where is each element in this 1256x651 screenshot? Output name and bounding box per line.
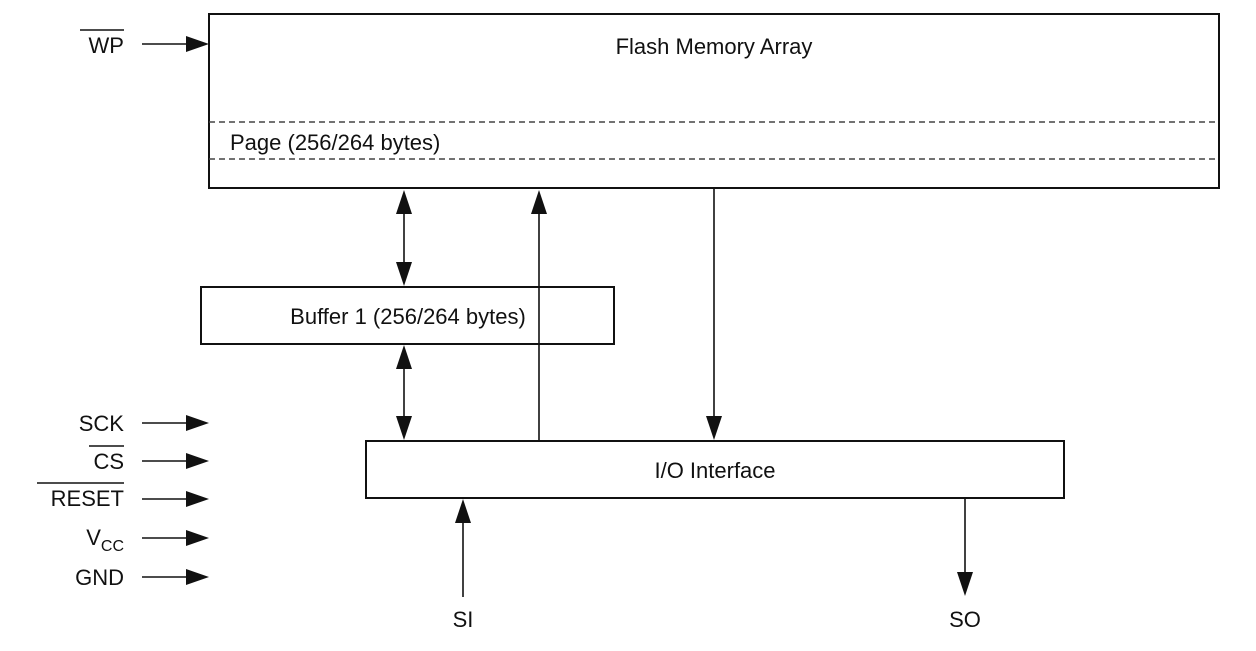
gnd-pin-label: GND [75,565,124,590]
vcc-arrow [186,530,209,546]
vcc-pin: VCC [86,525,209,555]
flash-memory-array-block: Flash Memory Array Page (256/264 bytes) [208,13,1220,189]
buffer-label: Buffer 1 (256/264 bytes) [290,304,526,329]
flash-memory-array-title: Flash Memory Array [616,34,813,59]
cs-pin-label: CS [93,449,124,474]
io-interface-box [365,440,1065,499]
reset-arrow [186,491,209,507]
cs-arrow [186,453,209,469]
buffer-box [200,286,615,345]
gnd-pin: GND [75,565,209,590]
so-pin-label: SO [949,607,981,632]
cs-pin: CS [89,445,209,474]
page-label: Page (256/264 bytes) [230,130,440,155]
wp-arrow [186,36,209,52]
sck-pin-label: SCK [79,411,125,436]
vcc-pin-label: VCC [86,525,124,555]
si-pin-label: SI [453,607,474,632]
buffer-block: Buffer 1 (256/264 bytes) [200,286,615,345]
wp-pin: WP [80,29,209,58]
io-interface-label: I/O Interface [654,458,775,483]
io-to-flash-arrow [531,190,547,441]
gnd-arrow [186,569,209,585]
io-interface-block: I/O Interface [365,440,1065,499]
reset-pin: RESET [37,482,209,511]
si-input-arrow [455,499,471,597]
wp-pin-label: WP [89,33,124,58]
sck-arrow [186,415,209,431]
flash-buffer-bidirectional-arrow [396,190,412,286]
flash-to-io-arrow [706,189,722,440]
reset-pin-label: RESET [51,486,124,511]
buffer-io-bidirectional-arrow [396,345,412,440]
sck-pin: SCK [79,411,209,436]
so-output-arrow [957,499,973,596]
